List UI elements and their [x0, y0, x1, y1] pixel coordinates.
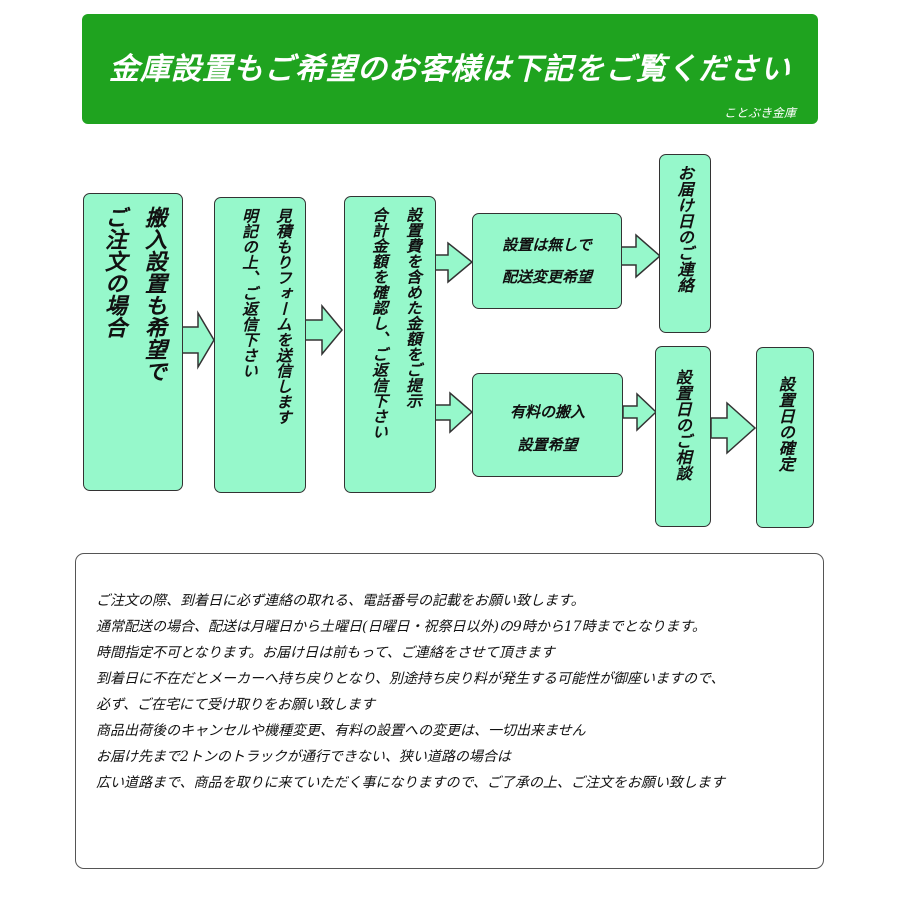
- flow-install-date-consult: 設置日のご相談: [655, 346, 711, 527]
- note-line: 通常配送の場合、配送は月曜日から土曜日(日曜日・祝祭日以外)の9時から17時まで…: [96, 619, 706, 635]
- arrow-icon: [622, 392, 658, 432]
- flow-delivery-notice: お届け日のご連絡: [659, 154, 711, 333]
- banner-title: 金庫設置もご希望のお客様は下記をご覧ください: [109, 52, 791, 87]
- note-line: 時間指定不可となります。お届け日は前もって、ご連絡をさせて頂きます: [96, 645, 555, 661]
- flow-step-start-line1: 搬入設置も希望で: [141, 206, 167, 382]
- flow-step-start: 搬入設置も希望で ご注文の場合: [83, 193, 183, 491]
- flow-branch-no-install-line2: 配送変更希望: [501, 268, 592, 286]
- note-line: 到着日に不在だとメーカーへ持ち戻りとなり、別途持ち戻り料が発生する可能性が御座い…: [96, 671, 725, 687]
- note-line: お届け先まで2トンのトラックが通行できない、狭い道路の場合は: [96, 749, 511, 765]
- flow-branch-install: 有料の搬入 設置希望: [472, 373, 623, 477]
- flow-install-date-confirmed-text: 設置日の確定: [775, 376, 795, 472]
- flow-step-price-confirm: 設置費を含めた金額をご提示 合計金額を確認し、ご返信下さい: [344, 196, 436, 493]
- arrow-icon: [434, 241, 474, 284]
- banner-subtitle: ことぶき金庫: [723, 106, 796, 120]
- flow-step-quote-form-line2: 明記の上、ご返信下さい: [240, 208, 259, 379]
- note-line: 広い道路まで、商品を取りに来ていただく事になりますので、ご了承の上、ご注文をお願…: [96, 775, 725, 791]
- flow-step-quote-form-line1: 見積もりフォームを送信します: [274, 208, 293, 425]
- arrow-icon: [710, 401, 757, 455]
- flow-arrows: [181, 233, 757, 455]
- note-line: 商品出荷後のキャンセルや機種変更、有料の設置への変更は、一切出来ません: [96, 723, 586, 739]
- flow-branch-install-line2: 設置希望: [517, 436, 578, 454]
- arrow-icon: [620, 233, 662, 279]
- header-banner: 金庫設置もご希望のお客様は下記をご覧ください ことぶき金庫: [82, 14, 818, 124]
- flow-branch-install-line1: 有料の搬入: [509, 403, 585, 421]
- notes-panel: ご注文の際、到着日に必ず連絡の取れる、電話番号の記載をお願い致します。 通常配送…: [75, 553, 824, 869]
- flow-branch-no-install-line1: 設置は無しで: [502, 236, 592, 254]
- arrow-icon: [434, 391, 474, 434]
- notes-list: ご注文の際、到着日に必ず連絡の取れる、電話番号の記載をお願い致します。 通常配送…: [96, 588, 821, 796]
- flow-step-quote-form: 見積もりフォームを送信します 明記の上、ご返信下さい: [214, 197, 306, 493]
- flow-step-price-confirm-line2: 合計金額を確認し、ご返信下さい: [370, 207, 389, 440]
- arrow-icon: [304, 303, 343, 357]
- note-line: 必ず、ご在宅にて受け取りをお願い致します: [96, 697, 376, 713]
- flow-step-price-confirm-line1: 設置費を含めた金額をご提示: [404, 207, 423, 409]
- flow-branch-no-install: 設置は無しで 配送変更希望: [472, 213, 622, 309]
- arrow-icon: [181, 310, 215, 370]
- flow-step-start-line2: ご注文の場合: [101, 206, 127, 338]
- flow-install-date-confirmed: 設置日の確定: [756, 347, 814, 528]
- flow-delivery-notice-text: お届け日のご連絡: [674, 165, 694, 293]
- note-line: ご注文の際、到着日に必ず連絡の取れる、電話番号の記載をお願い致します。: [96, 593, 585, 609]
- flow-install-date-consult-text: 設置日のご相談: [672, 369, 692, 481]
